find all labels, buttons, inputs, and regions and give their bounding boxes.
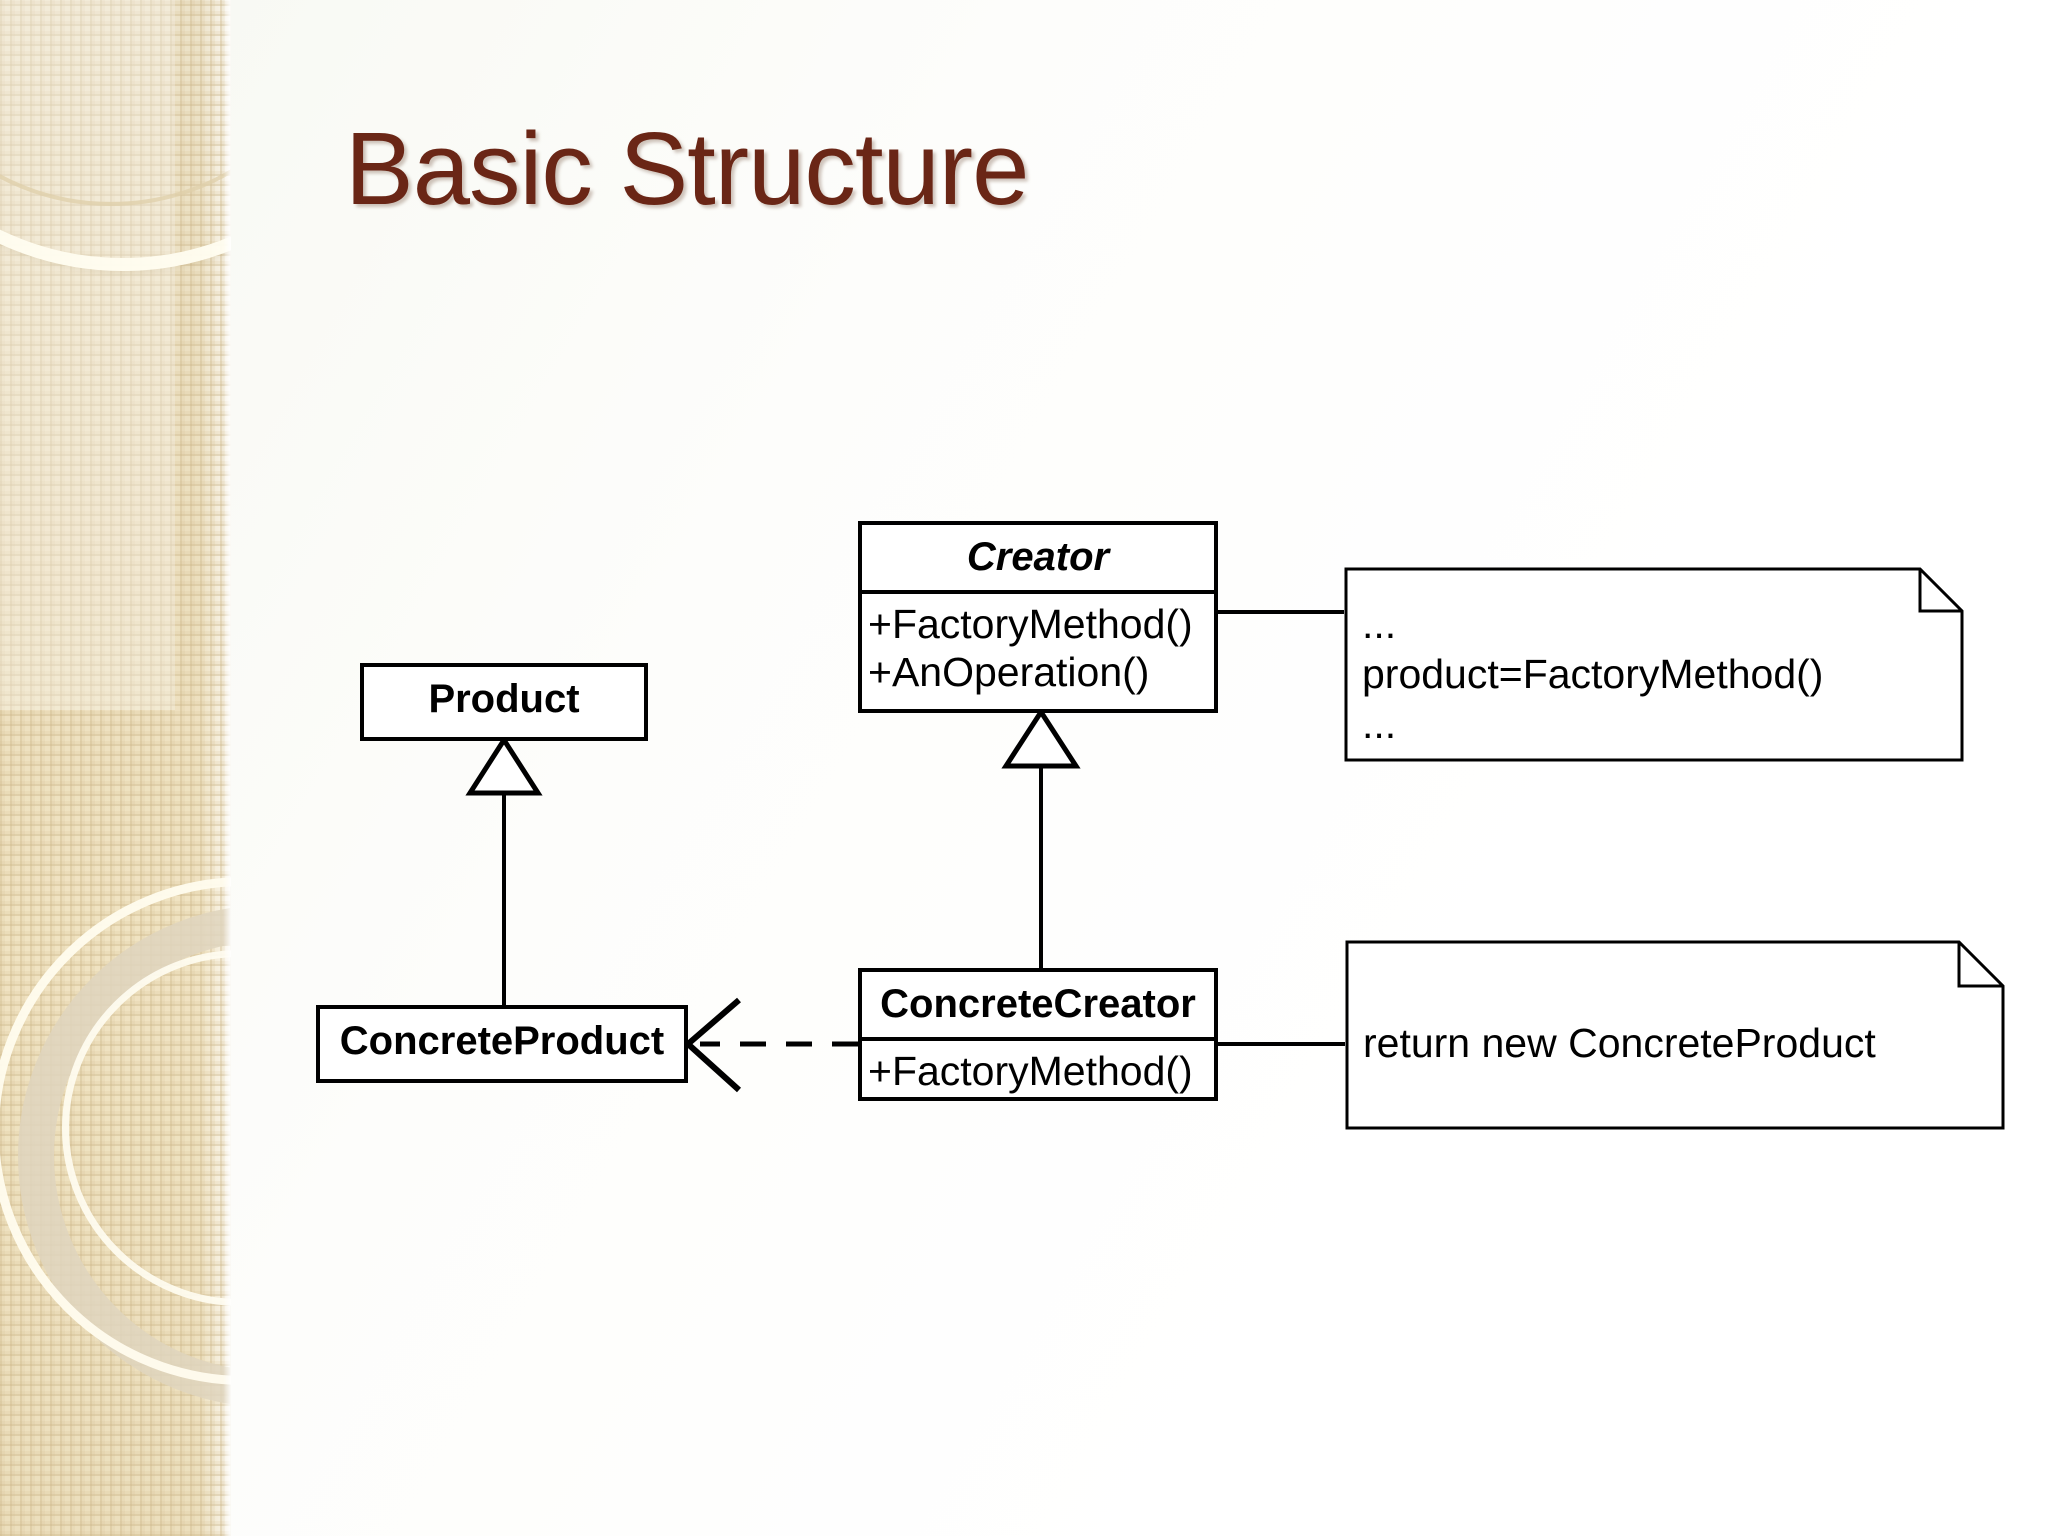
page-title: Basic Structure xyxy=(345,111,1029,226)
uml-class-concretecreator-name: ConcreteCreator xyxy=(880,982,1196,1026)
uml-note-shape xyxy=(1345,940,2005,1130)
uml-class-creator-divider xyxy=(862,590,1214,594)
uml-note-line: ... xyxy=(1362,701,1397,748)
uml-class-creator[interactable]: Creator +FactoryMethod() +AnOperation() xyxy=(858,521,1218,713)
uml-class-concreteproduct-name: ConcreteProduct xyxy=(339,1019,665,1063)
uml-class-product[interactable]: Product xyxy=(360,663,648,741)
generalization-concreteproduct-to-product xyxy=(465,735,543,1019)
uml-operation: +AnOperation() xyxy=(868,649,1150,696)
slide-sidebar-decoration xyxy=(0,0,231,1536)
uml-note-shape xyxy=(1344,567,1964,762)
uml-note-concretecreator-text: return new ConcreteProduct xyxy=(1363,1018,1993,1068)
uml-class-concretecreator-divider xyxy=(862,1037,1214,1041)
uml-class-concretecreator-operations: +FactoryMethod() xyxy=(862,1041,1214,1103)
uml-class-creator-operations: +FactoryMethod() +AnOperation() xyxy=(862,594,1214,705)
generalization-concretecreator-to-creator xyxy=(1001,707,1081,1000)
uml-class-creator-name: Creator xyxy=(966,535,1110,579)
uml-note-line: ... xyxy=(1362,601,1397,647)
uml-note-line: return new ConcreteProduct xyxy=(1363,1020,1876,1066)
uml-class-product-name: Product xyxy=(428,677,580,721)
uml-note-concretecreator[interactable]: return new ConcreteProduct xyxy=(1345,940,2005,1130)
uml-class-concretecreator[interactable]: ConcreteCreator +FactoryMethod() xyxy=(858,968,1218,1101)
uml-note-line: product=FactoryMethod() xyxy=(1362,651,1824,698)
uml-operation: +FactoryMethod() xyxy=(868,601,1193,647)
uml-note-creator[interactable]: ... product=FactoryMethod() ... xyxy=(1344,567,1964,762)
uml-note-creator-text: ... product=FactoryMethod() ... xyxy=(1362,599,1952,749)
sidebar-edge-fade xyxy=(223,0,231,1536)
uml-class-concreteproduct[interactable]: ConcreteProduct xyxy=(316,1005,688,1083)
uml-operation: +FactoryMethod() xyxy=(868,1048,1193,1094)
dependency-concretecreator-to-concreteproduct xyxy=(683,997,858,1093)
